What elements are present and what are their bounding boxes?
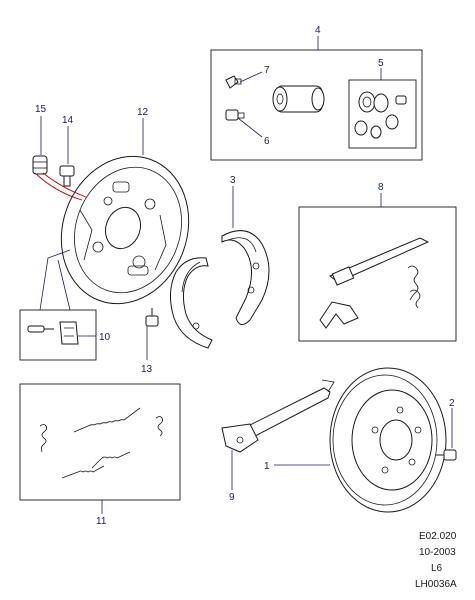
reference-date: 10-2003 bbox=[419, 547, 456, 558]
brake-shoe-rear bbox=[221, 230, 270, 325]
callout-5: 5 bbox=[378, 58, 384, 69]
grommet-leader-highlight bbox=[34, 172, 83, 201]
frame-seal-kit bbox=[348, 79, 417, 149]
callout-8: 8 bbox=[378, 182, 384, 193]
callout-9: 9 bbox=[229, 492, 235, 503]
wheel-cylinder-bolt bbox=[225, 109, 245, 121]
callout-15: 15 bbox=[35, 104, 47, 115]
frame-wheel-cylinder-kit bbox=[210, 49, 423, 161]
callout-2: 2 bbox=[449, 398, 455, 409]
leader-lines bbox=[39, 36, 453, 514]
callout-labels: 1 2 3 4 5 6 7 8 9 10 11 12 13 14 15 bbox=[35, 25, 455, 527]
callout-4: 4 bbox=[315, 25, 321, 36]
seal-kit-parts bbox=[354, 91, 407, 139]
frame-self-adjuster-kit bbox=[298, 206, 457, 342]
spring-kit-parts bbox=[39, 407, 164, 479]
callout-3: 3 bbox=[230, 175, 236, 186]
reference-model: L6 bbox=[431, 563, 443, 574]
backing-plate-bolt bbox=[59, 165, 75, 187]
drum-screw bbox=[436, 449, 457, 461]
reference-block: E02.020 10-2003 L6 LH0036A bbox=[415, 531, 457, 590]
hold-down-pin bbox=[145, 308, 159, 327]
callout-10: 10 bbox=[99, 332, 111, 343]
callout-12: 12 bbox=[137, 107, 149, 118]
callout-11: 11 bbox=[96, 516, 107, 527]
bleed-screw bbox=[225, 75, 242, 89]
brake-drum bbox=[329, 367, 447, 513]
backing-plate bbox=[60, 155, 190, 305]
brake-shoe-front bbox=[170, 257, 213, 349]
wheel-cylinder bbox=[272, 85, 325, 113]
callout-13: 13 bbox=[141, 364, 153, 375]
frame-spring-kit bbox=[19, 383, 181, 501]
frame-clip-kit bbox=[19, 309, 97, 361]
callout-7: 7 bbox=[264, 65, 270, 76]
callout-6: 6 bbox=[264, 136, 270, 147]
grommet-leader-highlight-2 bbox=[42, 172, 87, 198]
clip-kit-parts bbox=[27, 321, 79, 345]
callout-14: 14 bbox=[62, 115, 74, 126]
handbrake-lever bbox=[221, 379, 335, 453]
callout-1: 1 bbox=[264, 461, 270, 472]
self-adjuster-parts bbox=[319, 237, 430, 329]
reference-drawing: LH0036A bbox=[415, 579, 457, 590]
reference-code: E02.020 bbox=[419, 531, 457, 542]
grommet bbox=[32, 155, 48, 175]
